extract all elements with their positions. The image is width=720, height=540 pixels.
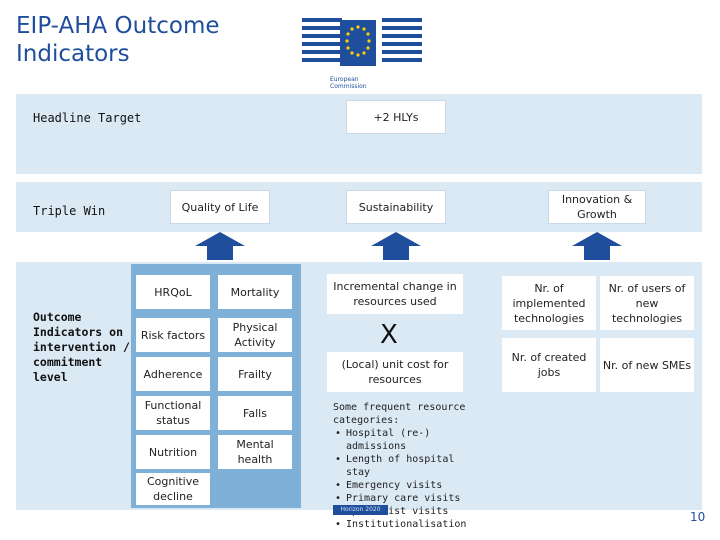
list-item: Emergency visits (333, 479, 483, 492)
quality-of-life-box: Quality of Life (170, 190, 270, 224)
indicator-frailty: Frailty (218, 357, 292, 391)
triple-win-label: Triple Win (33, 204, 106, 218)
incremental-change-box: Incremental change in resources used (327, 274, 463, 314)
list-item: Hospital (re-) admissions (333, 427, 483, 453)
outcome-label: Outcome Indicators on intervention / com… (33, 310, 130, 384)
indicator-risk-factors: Risk factors (136, 318, 210, 352)
arrow-up-icon (572, 232, 622, 260)
list-item: Institutionalisation (333, 518, 483, 531)
resource-categories: Some frequent resource categories: Hospi… (333, 401, 483, 531)
indicator-created-jobs: Nr. of created jobs (502, 338, 596, 392)
multiply-operator: X (380, 320, 398, 350)
indicator-physical-activity: Physical Activity (218, 318, 292, 352)
sustainability-box: Sustainability (346, 190, 446, 224)
resource-categories-intro: Some frequent resource categories: (333, 402, 466, 426)
indicator-falls: Falls (218, 396, 292, 430)
list-item: Primary care visits (333, 492, 483, 505)
indicator-implemented-technologies: Nr. of implemented technologies (502, 276, 596, 330)
horizon-2020-tag: Horizon 2020 (333, 505, 388, 515)
unit-cost-box: (Local) unit cost for resources (327, 352, 463, 392)
indicator-users-new-technologies: Nr. of users of new technologies (600, 276, 694, 330)
indicator-new-smes: Nr. of new SMEs (600, 338, 694, 392)
headline-value-box: +2 HLYs (346, 100, 446, 134)
page-number: 10 (690, 510, 706, 524)
page-title: EIP-AHA Outcome Indicators (16, 13, 220, 67)
indicator-mental-health: Mental health (218, 435, 292, 469)
indicator-adherence: Adherence (136, 357, 210, 391)
european-commission-logo (302, 18, 422, 66)
list-item: Length of hospital stay (333, 453, 483, 479)
resource-categories-list: Hospital (re-) admissions Length of hosp… (333, 427, 483, 531)
headline-label: Headline Target (33, 111, 142, 125)
arrow-up-icon (195, 232, 245, 260)
indicator-cognitive-decline: Cognitive decline (136, 473, 210, 505)
header: EIP-AHA Outcome Indicators European Comm… (0, 0, 720, 92)
arrow-up-icon (371, 232, 421, 260)
indicator-nutrition: Nutrition (136, 435, 210, 469)
logo-caption: European Commission (330, 76, 367, 90)
indicator-mortality: Mortality (218, 275, 292, 309)
indicator-hrqol: HRQoL (136, 275, 210, 309)
innovation-growth-box: Innovation & Growth (548, 190, 646, 224)
indicator-functional-status: Functional status (136, 396, 210, 430)
